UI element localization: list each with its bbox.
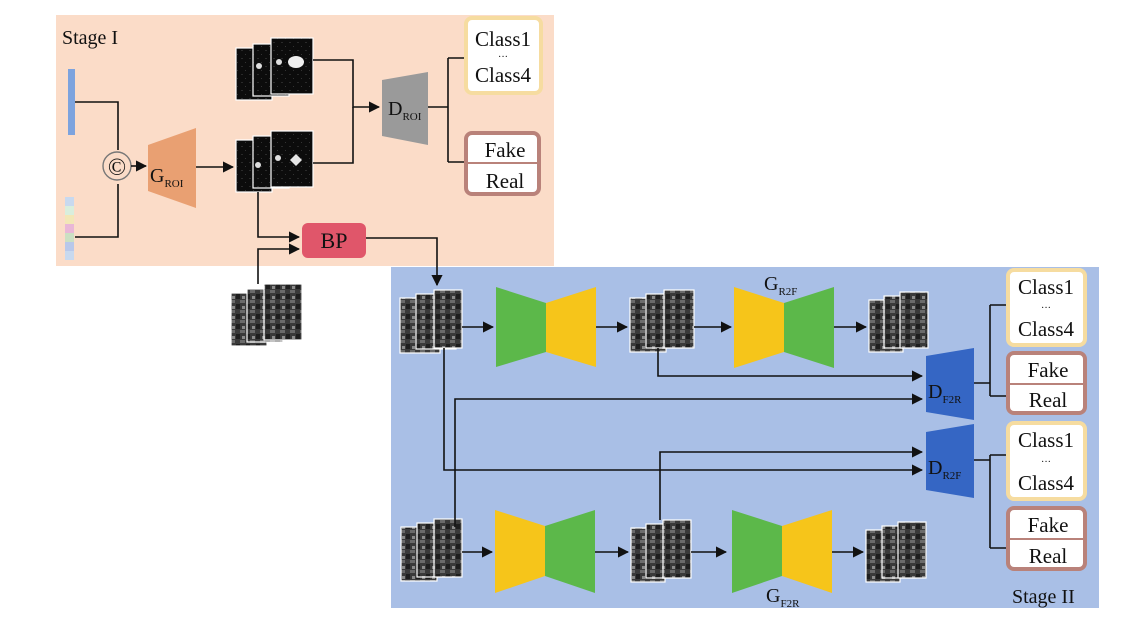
real-image-slices (230, 283, 303, 347)
svg-text:Class4: Class4 (1018, 317, 1075, 341)
svg-text:Real: Real (486, 169, 525, 193)
svg-text:Class1: Class1 (1018, 428, 1074, 452)
bp-label: BP (321, 228, 348, 253)
svg-text:Class4: Class4 (1018, 471, 1075, 495)
svg-text:Fake: Fake (1028, 358, 1069, 382)
label-vector (65, 197, 74, 260)
g-r2f-generator (734, 287, 834, 368)
g-r2f-label: GR2F (764, 273, 797, 298)
d-roi-discriminator (382, 72, 428, 145)
svg-text:···: ··· (498, 52, 508, 63)
intermediate-slices-top (629, 289, 695, 353)
class-output-r2f: Class1 ··· Class4 (1006, 421, 1087, 501)
real-fake-output-f2r: Fake Real (1006, 351, 1087, 415)
real-fake-output-r2f: Fake Real (1006, 506, 1087, 571)
d-r2f-label: DR2F (928, 457, 961, 482)
svg-text:Real: Real (1029, 388, 1068, 412)
latent-vector (68, 69, 75, 135)
d-roi-label: DROI (388, 98, 422, 123)
d-f2r-discriminator (926, 348, 974, 420)
g-f2r-generator (732, 510, 832, 593)
real-fake-output-roi: Fake Real (464, 131, 541, 196)
concat-symbol: © (108, 155, 126, 181)
svg-text:Class1: Class1 (1018, 275, 1074, 299)
g-f2r-label: GF2R (766, 585, 800, 610)
reconstructed-slices-top (868, 291, 929, 353)
generator-top-left (496, 287, 596, 367)
g-roi-generator (148, 128, 196, 208)
generated-roi-slices (235, 130, 314, 193)
stage1-label: Stage I (62, 27, 118, 49)
svg-text:Class1: Class1 (475, 27, 531, 51)
stage2-label: Stage II (1012, 586, 1075, 608)
intermediate-slices-bottom (630, 519, 692, 583)
stage2-panel: Stage II GR (391, 267, 1099, 610)
real-input-slices (400, 518, 463, 582)
real-roi-slices (235, 37, 314, 101)
g-roi-label: GROI (150, 165, 184, 190)
bp-block (302, 223, 366, 258)
class-output-f2r: Class1 ··· Class4 (1006, 268, 1087, 347)
svg-text:Class4: Class4 (475, 63, 532, 87)
fake-input-slices (399, 289, 463, 354)
svg-text:Real: Real (1029, 544, 1068, 568)
svg-text:Fake: Fake (485, 138, 526, 162)
d-r2f-discriminator (926, 424, 974, 498)
svg-text:···: ··· (1041, 303, 1051, 314)
reconstructed-slices-bottom (865, 521, 927, 583)
class-output-roi: Class1 ··· Class4 (464, 16, 543, 95)
svg-text:···: ··· (1041, 457, 1051, 468)
svg-text:Fake: Fake (1028, 513, 1069, 537)
d-f2r-label: DF2R (928, 381, 962, 406)
generator-bottom-left (495, 510, 595, 593)
